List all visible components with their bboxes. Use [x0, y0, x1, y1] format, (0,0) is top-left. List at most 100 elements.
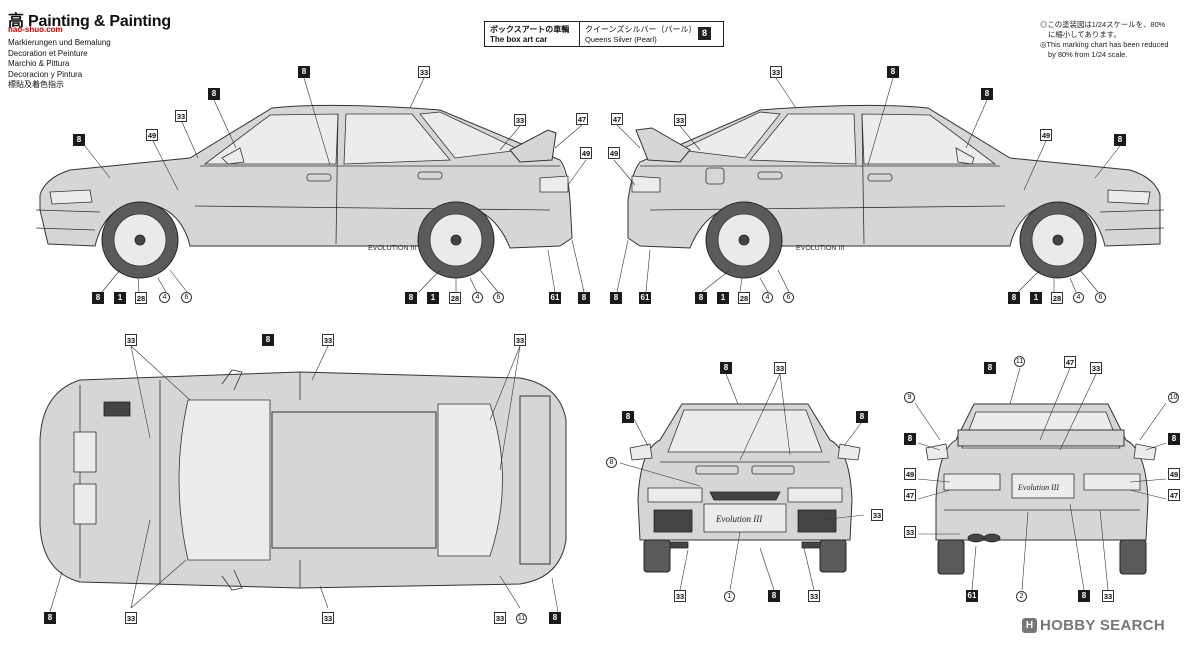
rear-view-taillight-left	[943, 473, 1001, 491]
top-view-rear-window	[437, 403, 503, 557]
rear-view-mirror-left	[925, 443, 949, 461]
callout-10: 10	[1168, 392, 1179, 403]
callout-2: 2	[1016, 591, 1027, 602]
top-view-hood-scoop	[103, 401, 131, 417]
callout-28: 28	[1051, 292, 1063, 304]
callout-33: 33	[871, 509, 883, 521]
callout-9: 9	[904, 392, 915, 403]
callout-33: 33	[494, 612, 506, 624]
callout-33: 33	[770, 66, 782, 78]
callout-6: 6	[1095, 292, 1106, 303]
front-plate-text: Evolution III	[715, 514, 763, 524]
lang-french: Decoration et Peinture	[8, 48, 88, 58]
callout-8: 8	[695, 292, 707, 304]
callout-49: 49	[1040, 129, 1052, 141]
callout-33: 33	[1102, 590, 1114, 602]
callout-33: 33	[418, 66, 430, 78]
top-view	[39, 369, 567, 591]
callout-1: 1	[427, 292, 439, 304]
front-view-tire-left	[643, 539, 671, 573]
side-left-mirror	[221, 147, 245, 165]
top-view-vent-1	[73, 431, 97, 473]
language-list: Markierungen und Bemalung Decoration et …	[8, 38, 111, 91]
callout-8: 8	[622, 411, 634, 423]
callout-8: 8	[405, 292, 417, 304]
callout-47: 47	[576, 113, 588, 125]
lang-italian: Marchio & Pittura	[8, 59, 70, 69]
lang-spanish: Decoracion y Pintura	[8, 69, 83, 79]
lang-chinese: 標貼及着色指示	[8, 80, 64, 90]
front-view-tire-right	[819, 539, 847, 573]
callout-33: 33	[674, 114, 686, 126]
scale-note-jp-1: ◎この塗装図は1/24スケールを、80%	[1040, 20, 1166, 29]
callout-8: 8	[1078, 590, 1090, 602]
rear-view-mirror-right	[1133, 443, 1157, 461]
front-view-headlight-left	[647, 487, 703, 503]
front-view-headlight-right	[787, 487, 843, 503]
callout-1: 1	[717, 292, 729, 304]
callout-8: 8	[720, 362, 732, 374]
callout-4: 4	[159, 292, 170, 303]
callout-33: 33	[1090, 362, 1102, 374]
callout-33: 33	[125, 612, 137, 624]
callout-8: 8	[578, 292, 590, 304]
callout-61: 61	[549, 292, 561, 304]
callout-11: 11	[1014, 356, 1025, 367]
callout-8: 8	[768, 590, 780, 602]
callout-33: 33	[514, 334, 526, 346]
front-view-windshield	[667, 409, 823, 453]
callout-33: 33	[808, 590, 820, 602]
callout-8: 8	[208, 88, 220, 100]
callout-4: 4	[1073, 292, 1084, 303]
callout-8: 8	[856, 411, 868, 423]
callout-8: 8	[549, 612, 561, 624]
callout-11: 11	[516, 613, 527, 624]
callout-49: 49	[1168, 468, 1180, 480]
callout-8: 8	[73, 134, 85, 146]
lang-german: Markierungen und Bemalung	[8, 38, 111, 47]
callout-8: 8	[887, 66, 899, 78]
rear-view-taillight-right	[1083, 473, 1141, 491]
callout-28: 28	[738, 292, 750, 304]
callout-33: 33	[125, 334, 137, 346]
side-right-taillight	[631, 175, 661, 193]
box-art-color-box: ボックスアートの車輌 The box art car クイーンズシルバー（パール…	[484, 21, 724, 47]
side-right-rear-glass	[678, 111, 781, 159]
callout-28: 28	[449, 292, 461, 304]
side-left-spoiler	[509, 129, 557, 163]
side-right-spoiler	[635, 127, 691, 163]
box-divider	[579, 22, 580, 46]
callout-33: 33	[322, 334, 334, 346]
rear-view-exhaust-left	[967, 533, 985, 543]
callout-6: 6	[181, 292, 192, 303]
callout-8: 8	[981, 88, 993, 100]
callout-4: 4	[472, 292, 483, 303]
logo-icon: H	[1022, 618, 1037, 633]
callout-8: 8	[1168, 433, 1180, 445]
callout-49: 49	[580, 147, 592, 159]
callout-33: 33	[514, 114, 526, 126]
callout-8: 8	[610, 292, 622, 304]
callout-4: 4	[762, 292, 773, 303]
callout-8: 8	[262, 334, 274, 346]
side-left-headlight	[49, 189, 93, 205]
front-view-license-plate	[703, 503, 787, 533]
box-art-color-en: Queens Silver (Pearl)	[585, 35, 657, 44]
site-watermark: nao-shuo.com	[8, 25, 63, 34]
callout-49: 49	[608, 147, 620, 159]
rear-view: Evolution III	[925, 403, 1157, 575]
top-view-windshield	[178, 399, 271, 561]
scale-note-jp-2: に縮小してあります。	[1048, 30, 1121, 39]
side-view-right: EVOLUTION III	[627, 104, 1165, 279]
callout-61: 61	[639, 292, 651, 304]
front-view-grille-right	[797, 509, 837, 533]
scale-note: ◎この塗装図は1/24スケールを、80% に縮小してあります。 ◎This ma…	[1040, 20, 1168, 60]
callout-8: 8	[904, 433, 916, 445]
side-left-decal-text: EVOLUTION III	[368, 245, 416, 252]
front-view: Evolution III	[629, 403, 861, 573]
rear-view-tire-right	[1119, 539, 1147, 575]
callout-33: 33	[774, 362, 786, 374]
callout-47: 47	[1064, 356, 1076, 368]
